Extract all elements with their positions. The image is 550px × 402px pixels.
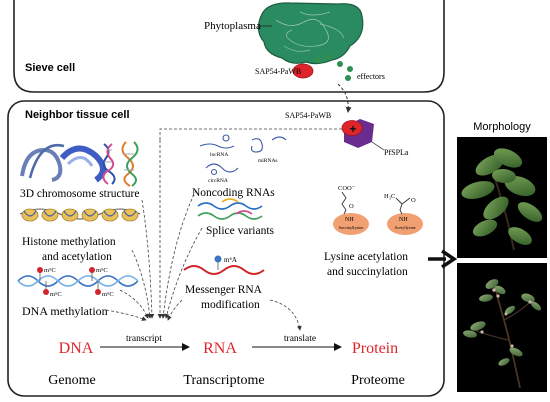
regulation-arrows — [105, 140, 302, 331]
histone-illustration — [19, 208, 141, 222]
transcriptome-label: Transcriptome — [183, 373, 264, 388]
effector-dots — [314, 54, 353, 81]
m6a-tag: m⁶A — [224, 256, 237, 264]
genome-label: Genome — [48, 373, 95, 388]
methyl-tag-4: m⁵C — [102, 291, 114, 298]
morphology-title: Morphology — [473, 121, 531, 133]
lysine-modification-illustration — [333, 191, 423, 235]
succinyllysine-label: Succinyllysine — [339, 225, 364, 230]
methyl-tag-1: m⁵C — [44, 267, 56, 274]
morphology-photo-healthy — [457, 137, 547, 258]
effectors-label: effectors — [357, 72, 385, 81]
proteome-label: Proteome — [351, 373, 405, 388]
morphology-photo-infected — [457, 263, 547, 392]
pfspla-label: PfSPLa — [384, 148, 409, 157]
translate-label: translate — [284, 334, 316, 344]
dna-methylation-label: DNA methylation — [22, 304, 108, 318]
o-label-1: O — [349, 203, 354, 210]
methyl-tag-3: m⁵C — [50, 291, 62, 298]
neighbor-sap-label: SAP54-PaWB — [285, 111, 331, 120]
mirna-tag: miRNAs — [258, 158, 278, 164]
pfspla-pointer — [371, 141, 385, 151]
ch3-label: H₃C — [384, 193, 395, 200]
mrna-label-line2: modification — [201, 299, 260, 311]
nh-label-2: NH — [399, 217, 408, 223]
chromosome-illustration — [20, 141, 139, 187]
complex-plus-sign: + — [349, 122, 356, 136]
flow-dna: DNA — [59, 340, 94, 357]
neighbor-cell-title: Neighbor tissue cell — [25, 109, 130, 121]
ncrna-illustration — [199, 134, 287, 176]
sieve-sap-label: SAP54-PaWB — [255, 67, 301, 76]
regulation-dashed-connector — [159, 128, 342, 140]
histone-label-line1: Histone methylation — [22, 236, 116, 248]
sap54-effector-sieve — [292, 63, 314, 79]
morphology-arrow — [428, 249, 458, 269]
effector-transfer-arrow — [337, 83, 352, 113]
mrna-label-line1: Messenger RNA — [185, 284, 263, 296]
flow-rna: RNA — [203, 340, 237, 357]
noncoding-label: Noncoding RNAs — [192, 187, 275, 199]
transcript-label: transcript — [126, 334, 162, 344]
acetyllysine-label: Acetyllysine — [394, 225, 415, 230]
methyl-tag-2: m⁵C — [96, 267, 108, 274]
lncrna-tag: lncRNA — [210, 152, 228, 158]
flow-protein: Protein — [352, 340, 398, 357]
neighbor-cell-outline — [7, 100, 445, 397]
lysine-label-line1: Lysine acetylation — [324, 251, 408, 263]
sieve-cell-outline — [13, 0, 445, 93]
dna-methylation-illustration — [17, 267, 139, 295]
mrna-modification-illustration — [183, 255, 265, 275]
circrna-tag: circRNA — [208, 178, 228, 184]
lysine-label-line2: and succinylation — [327, 266, 408, 278]
coo-label: COO⁻ — [338, 185, 356, 192]
phytoplasma-label: Phytoplasma — [204, 20, 261, 32]
o-label-2: O — [411, 197, 416, 204]
sap54-effector-neighbor — [341, 120, 363, 136]
sieve-cell-title: Sieve cell — [25, 62, 75, 74]
chromosome-label: 3D chromosome structure — [20, 188, 139, 200]
splice-variants-illustration — [197, 198, 263, 220]
nh-label-1: NH — [345, 217, 354, 223]
splice-label: Splice variants — [206, 225, 275, 237]
histone-label-line2: and acetylation — [42, 251, 112, 263]
phytoplasma-cell — [257, 2, 364, 65]
